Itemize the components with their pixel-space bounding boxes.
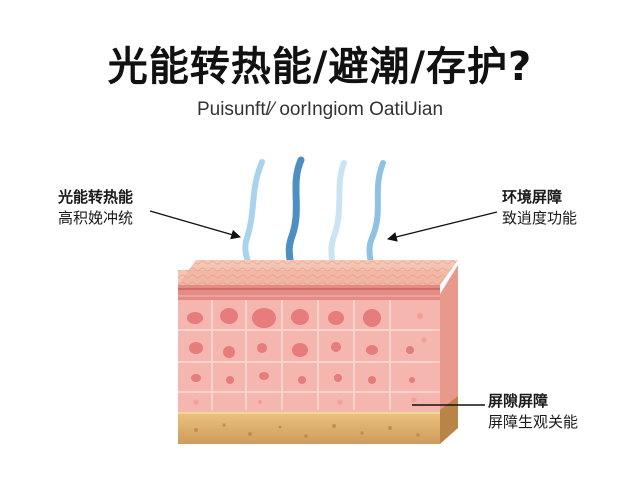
barrier-band <box>178 285 440 300</box>
callout-bottom-text: 屏障生观关能 <box>488 413 579 431</box>
skin-block-side <box>440 265 458 420</box>
base-speckles <box>194 423 420 438</box>
callout-left: 光能转热能 高积娩冲统 <box>58 187 133 229</box>
callout-right-text: 致逍度功能 <box>502 209 578 227</box>
callout-left-text: 高积娩冲统 <box>58 209 134 227</box>
steam-wisp-2 <box>285 156 305 274</box>
callout-bottom-heading: 屏隙屏障 <box>488 392 549 410</box>
callout-left-heading: 光能转热能 <box>58 188 134 206</box>
steam-wisp-3 <box>328 160 347 269</box>
steam-wisps <box>242 156 386 274</box>
cell-layer <box>178 300 440 412</box>
leader-left <box>149 210 241 240</box>
cell-grid <box>178 300 440 410</box>
base-block-side <box>440 396 458 444</box>
steam-wisp-1 <box>242 159 265 271</box>
page-subtitle: Puisunft/⁄ oorIngiom OatiUian <box>196 99 444 120</box>
callout-right-heading: 环境屏障 <box>502 188 563 206</box>
leader-right <box>387 211 498 242</box>
callout-bottom: 屏隙屏障 屏障生观关能 <box>488 391 578 433</box>
base-layer <box>178 410 440 444</box>
cell-nuclei <box>187 308 415 384</box>
page-title: 光能转热能/避潮/存护? <box>107 44 533 90</box>
callout-right: 环境屏障 致逍度功能 <box>502 187 577 229</box>
steam-wisp-4 <box>366 160 386 271</box>
